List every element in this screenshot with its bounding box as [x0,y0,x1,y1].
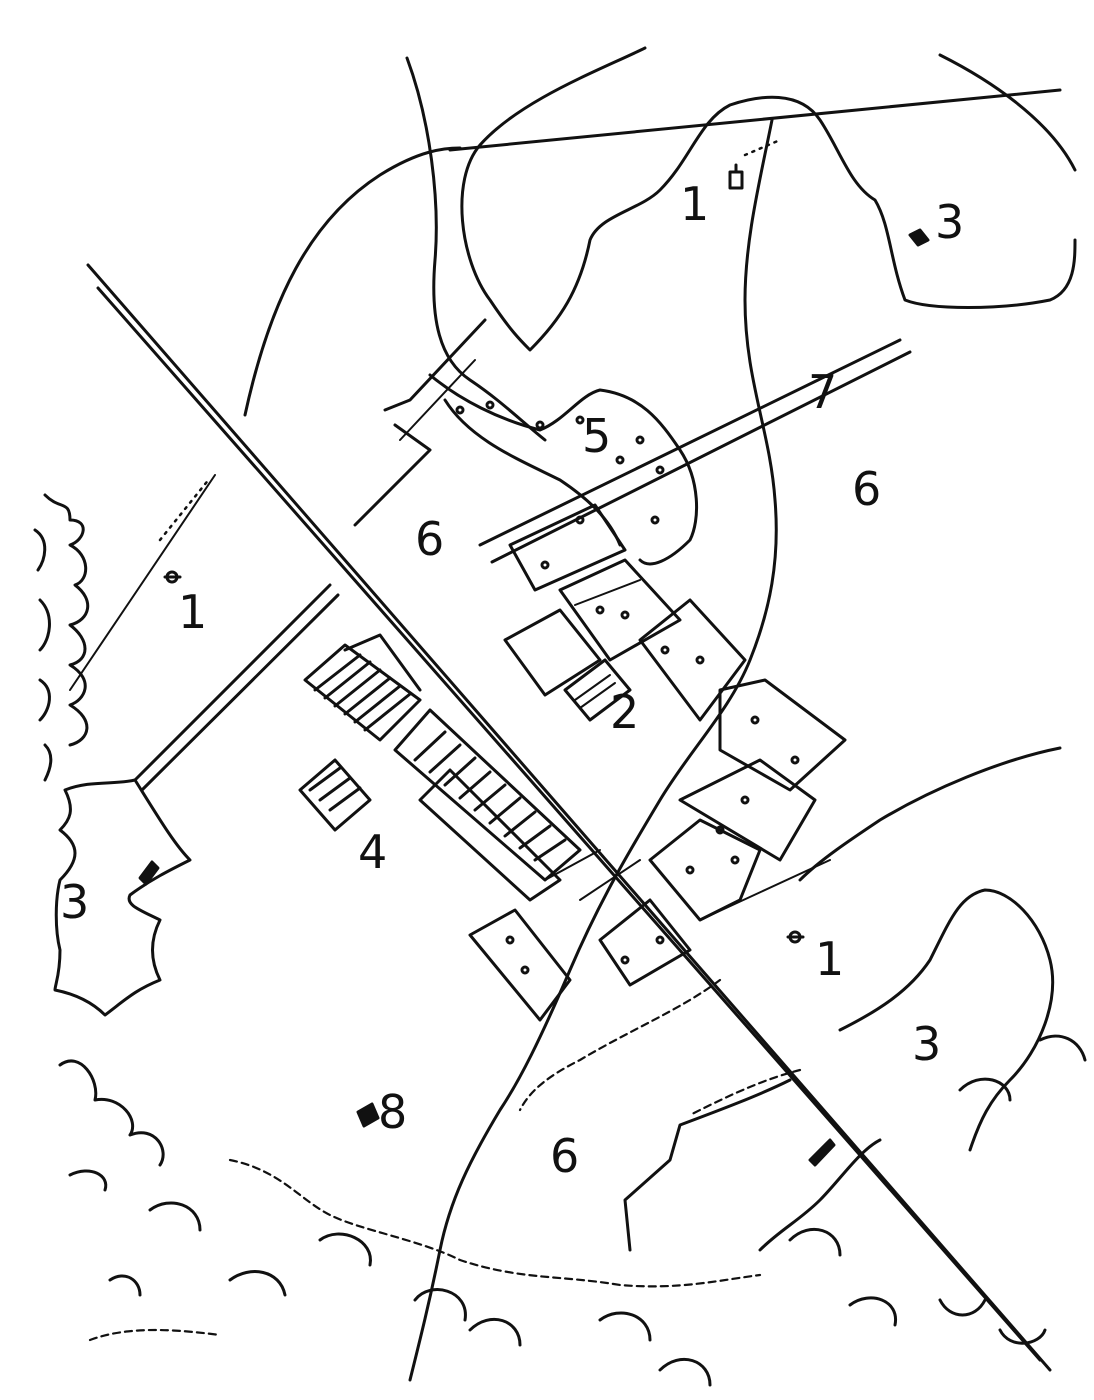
stream-loop [460,46,1077,352]
lower-dashed-1 [518,978,722,1112]
label-8: 8 [378,1085,407,1139]
parcel-b [558,558,682,662]
dots [455,400,800,975]
label-1-left: 1 [178,585,207,639]
stream-top [405,56,547,442]
field-right-3 [678,758,817,862]
label-7: 7 [808,365,837,419]
parcel-d [468,908,572,1022]
vegetation-left [33,493,90,782]
top-right-arc [938,53,1077,172]
top-road [448,88,1062,152]
label-4: 4 [358,825,387,879]
parcel-e [598,898,692,987]
block-6-left [353,423,432,527]
label-6-center: 6 [415,512,444,566]
label-3-top: 3 [935,195,964,249]
marker-3-right [808,1138,836,1167]
vegetation-bottom [58,1034,1087,1387]
block-6-top [383,318,487,412]
label-3-left: 3 [60,875,89,929]
church-symbol-right [786,930,805,944]
road-7 [478,338,912,564]
area-4 [298,633,582,902]
label-1-top: 1 [680,177,709,231]
field-right-2 [718,678,847,792]
label-2: 2 [610,685,639,739]
lower-dashed-2 [688,1068,802,1117]
church-symbol-left [163,570,182,584]
winding-track [408,118,778,1382]
marker-3-top [908,228,930,247]
lower-block [623,1078,792,1252]
right-mid-curve [798,746,1062,882]
right-field-3 [838,888,1055,1152]
railway [86,263,1052,1372]
church-symbol-top [728,163,744,190]
upper-left-curve [243,146,462,417]
label-6-right: 6 [852,462,881,516]
field-right-4 [648,818,762,922]
area-5-outline [428,373,699,566]
label-6-bottom: 6 [550,1129,579,1183]
label-3-right: 3 [912,1017,941,1071]
marker-8 [356,1102,380,1128]
building-2 [563,658,632,722]
parcel-a [508,503,627,592]
label-5: 5 [582,409,611,463]
block-6-inner [399,359,476,441]
field-right-1 [638,598,747,722]
road-sw [133,583,340,792]
parcel-c [503,608,602,697]
left-path [69,474,216,691]
marker-3-left [138,860,160,886]
labels: 1 3 7 5 6 6 1 2 4 3 1 3 8 6 [60,177,964,1183]
parcel-b-line [574,579,641,606]
label-1-right: 1 [815,932,844,986]
lower-right-shape [758,1138,882,1252]
